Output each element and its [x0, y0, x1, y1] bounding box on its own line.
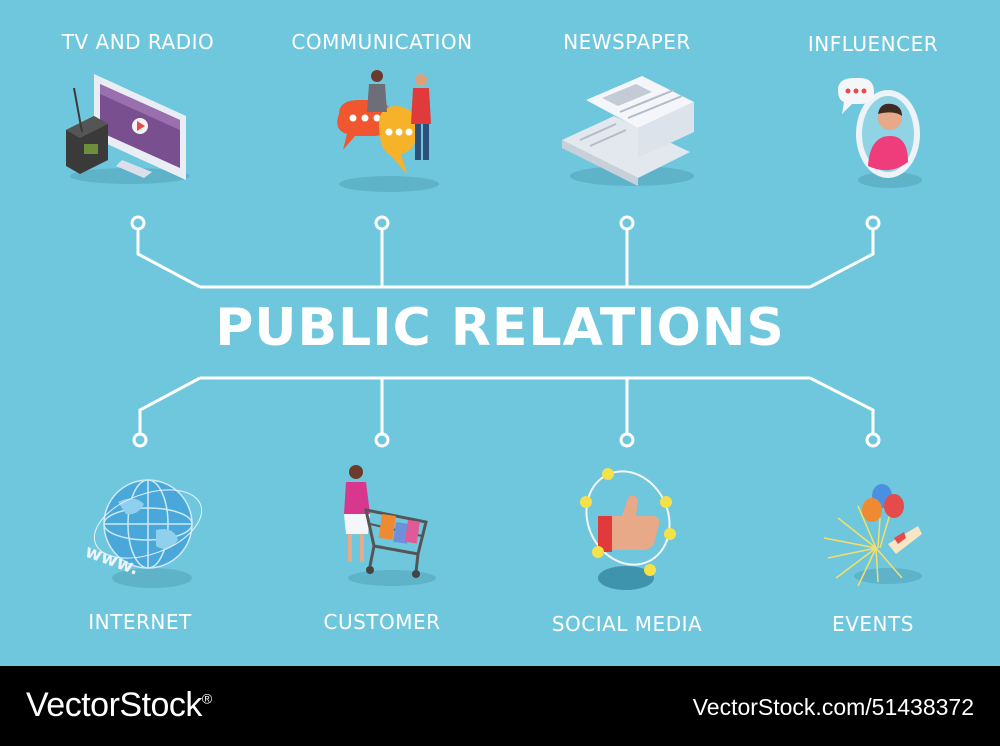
label-customer: CUSTOMER — [323, 610, 441, 634]
label-newspaper: NEWSPAPER — [563, 30, 691, 54]
internet-globe-icon: www. — [82, 479, 203, 588]
label-social-media: SOCIAL MEDIA — [551, 612, 703, 636]
vectorstock-logo[interactable]: VectorStock® — [26, 686, 212, 725]
influencer-icon — [838, 78, 922, 188]
label-communication: COMMUNICATION — [291, 30, 473, 54]
node-dot-newspaper — [619, 215, 635, 231]
node-dot-internet — [132, 432, 148, 448]
connector-tv-radio — [136, 229, 201, 289]
label-internet: INTERNET — [88, 610, 192, 634]
image-id-link[interactable]: VectorStock.com/51438372 — [692, 694, 974, 720]
connector-internet — [138, 376, 201, 434]
connector-events — [809, 376, 875, 434]
label-events: EVENTS — [832, 612, 914, 636]
node-dot-events — [865, 432, 881, 448]
node-dot-communication — [374, 215, 390, 231]
connector-lines — [130, 215, 881, 448]
node-dot-customer — [374, 432, 390, 448]
connector-influencer — [809, 229, 875, 289]
tv-radio-icon — [66, 74, 190, 184]
node-dot-influencer — [865, 215, 881, 231]
events-balloons-icon — [823, 484, 922, 587]
diagram-canvas: PUBLIC RELATIONS TV AND RADIO COMMUNICAT… — [0, 0, 1000, 666]
node-dot-tv-radio — [130, 215, 146, 231]
communication-icon — [337, 70, 439, 192]
label-influencer: INFLUENCER — [807, 32, 939, 56]
registered-mark: ® — [201, 690, 212, 707]
social-media-like-icon — [580, 468, 676, 590]
customer-cart-icon — [344, 465, 436, 586]
diagram-title: PUBLIC RELATIONS — [215, 298, 785, 358]
label-tv-and-radio: TV AND RADIO — [61, 30, 215, 54]
footer-bar: VectorStock® VectorStock.com/51438372 — [0, 666, 1000, 746]
node-dot-social-media — [619, 432, 635, 448]
newspaper-icon — [562, 76, 694, 186]
brand-name: VectorStock — [26, 686, 202, 724]
